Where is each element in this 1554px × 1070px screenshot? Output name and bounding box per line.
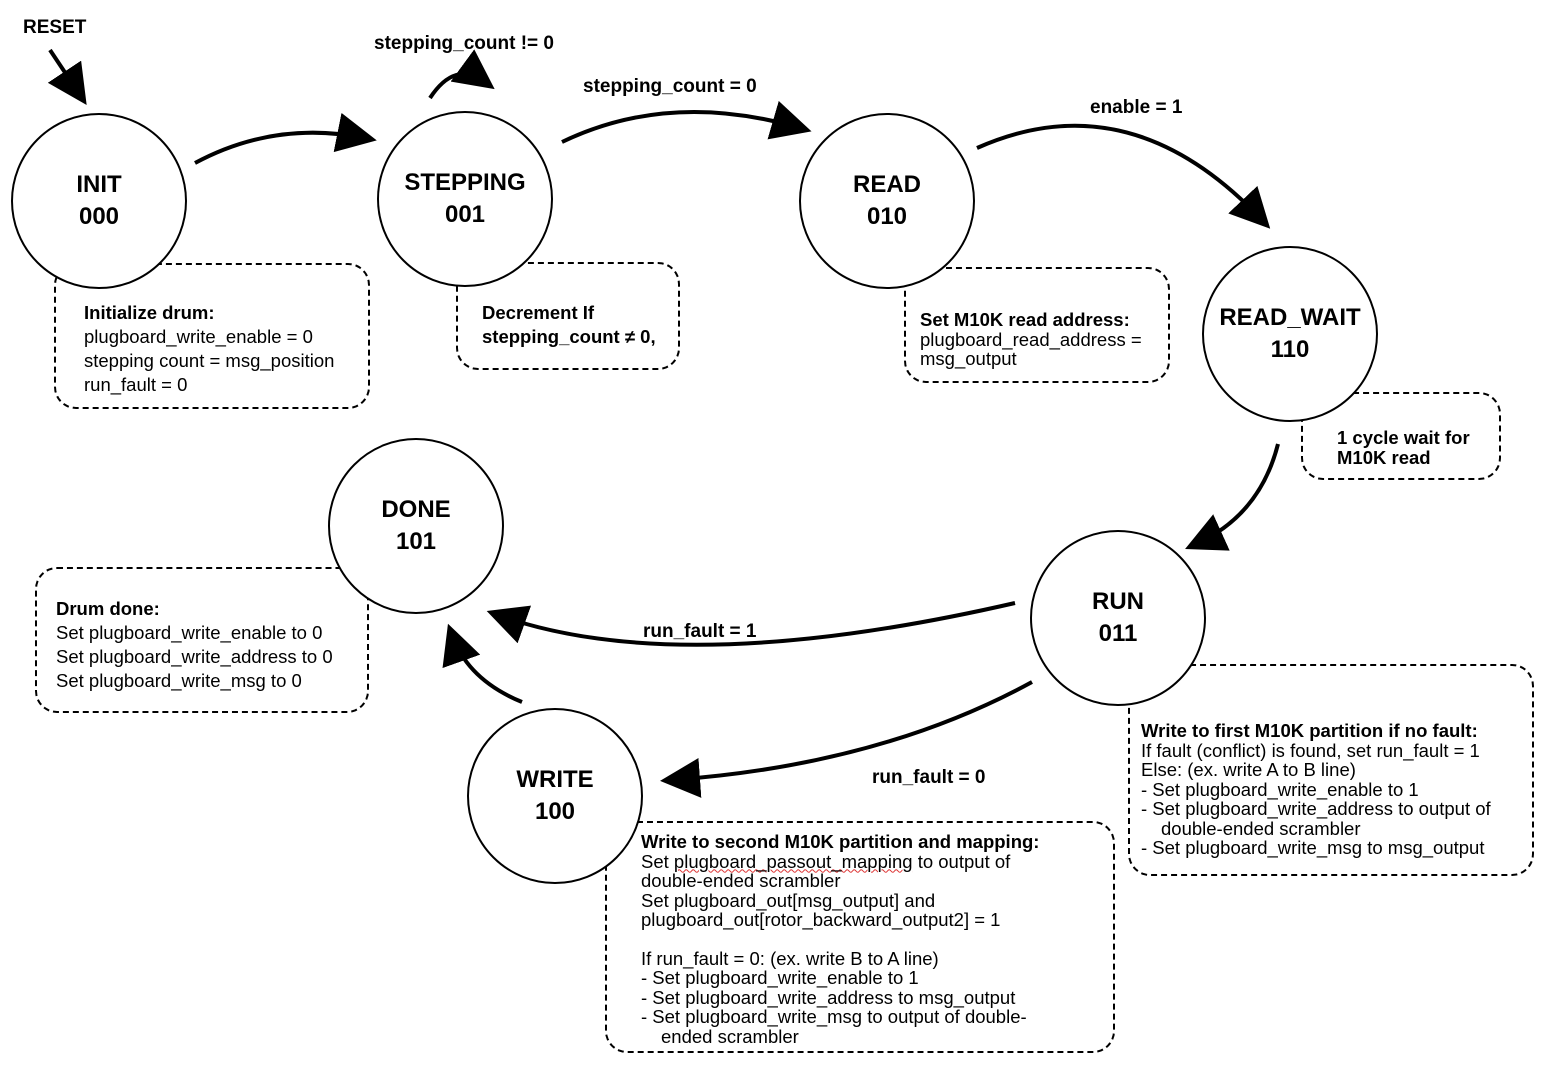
write-note: Write to second M10K partition and mappi… <box>605 821 1115 1053</box>
state-name: WRITE <box>516 766 594 793</box>
write-note-line1: Set plugboard_passout_mapping to output … <box>641 850 1011 872</box>
state-init: INIT 000 <box>11 113 187 289</box>
state-stepping: STEPPING 001 <box>377 111 553 287</box>
init-note: Initialize drum: plugboard_write_enable … <box>54 263 370 409</box>
state-name: DONE <box>381 496 451 523</box>
state-read-wait: READ_WAIT 110 <box>1202 246 1378 422</box>
run-note: Write to first M10K partition if no faul… <box>1128 664 1534 876</box>
state-name: READ_WAIT <box>1219 304 1361 331</box>
state-write: WRITE 100 <box>467 708 643 884</box>
state-name: STEPPING <box>404 169 526 196</box>
read-wait-note: 1 cycle wait for M10K read <box>1301 392 1501 480</box>
state-code: 000 <box>78 203 120 230</box>
read-note: Set M10K read address: plugboard_read_ad… <box>904 267 1170 383</box>
run-to-write-arrow <box>660 680 1033 798</box>
state-name: READ <box>852 171 921 198</box>
state-code: 100 <box>534 798 576 825</box>
stepping-loop-arrow <box>428 49 495 100</box>
stepping-to-read-arrow <box>561 100 812 144</box>
state-code: 010 <box>866 203 908 230</box>
state-done: DONE 101 <box>328 438 504 614</box>
init-to-stepping-arrow <box>194 112 377 165</box>
read-to-wait-arrow <box>976 123 1271 229</box>
reset-arrow <box>47 48 87 105</box>
state-run: RUN 011 <box>1030 530 1206 706</box>
state-code: 101 <box>395 528 437 555</box>
state-code: 011 <box>1098 620 1138 647</box>
run-to-write-label: run_fault = 0 <box>872 767 986 788</box>
stepping-to-read-label: stepping_count = 0 <box>583 76 757 97</box>
stepping-note: Decrement If stepping_count ≠ 0, <box>456 262 680 370</box>
write-to-done-arrow <box>442 623 523 704</box>
stepping-loop-label: stepping_count != 0 <box>374 33 554 54</box>
wait-to-run-arrow <box>1185 443 1280 551</box>
state-read: READ 010 <box>799 113 975 289</box>
done-note: Drum done: Set plugboard_write_enable to… <box>35 567 369 713</box>
state-name: RUN <box>1092 588 1144 615</box>
run-to-done-label: run_fault = 1 <box>643 621 757 642</box>
run-to-done-arrow <box>486 601 1016 647</box>
state-code: 110 <box>1270 336 1310 363</box>
state-name: INIT <box>76 171 122 198</box>
state-code: 001 <box>444 201 486 228</box>
reset-label: RESET <box>23 17 87 38</box>
read-to-wait-label: enable = 1 <box>1090 97 1183 118</box>
